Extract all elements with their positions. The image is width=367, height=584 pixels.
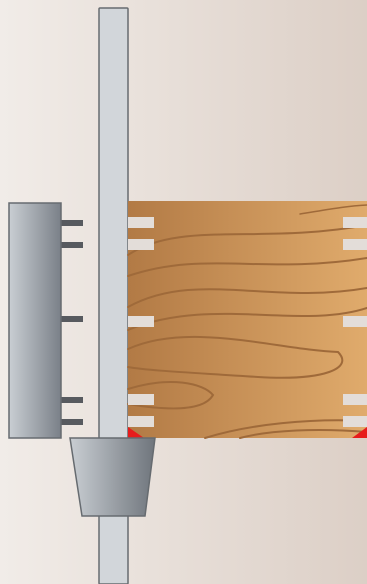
slot	[128, 217, 154, 228]
slot	[343, 316, 367, 327]
wood-board	[127, 201, 367, 439]
grain-line	[127, 335, 344, 379]
grain-line	[127, 381, 215, 410]
clamp-pin	[61, 316, 83, 322]
grain-line	[239, 429, 367, 439]
left-clamp-block	[8, 202, 83, 439]
foot-body	[69, 437, 156, 517]
grain-line	[299, 204, 367, 215]
slot	[343, 217, 367, 228]
grain-line	[127, 307, 367, 331]
slot	[128, 416, 154, 427]
wood-grain	[127, 204, 367, 439]
wood-board-body	[128, 201, 367, 438]
board-slots-right	[343, 217, 367, 427]
clamp-pin	[61, 242, 83, 248]
clamp-body	[8, 202, 62, 439]
clamp-pin	[61, 220, 83, 226]
clamp-pin	[61, 397, 83, 403]
grain-line	[127, 287, 367, 308]
slot	[343, 394, 367, 405]
edge-mark-right	[352, 427, 367, 438]
slot	[343, 416, 367, 427]
grain-line	[127, 257, 367, 277]
edge-mark-left	[128, 427, 144, 438]
slot	[128, 394, 154, 405]
board-slots-left	[128, 217, 154, 427]
clamp-pin	[61, 419, 83, 425]
slot	[128, 239, 154, 250]
tapered-foot	[69, 437, 156, 517]
slot	[128, 316, 154, 327]
slot	[343, 239, 367, 250]
